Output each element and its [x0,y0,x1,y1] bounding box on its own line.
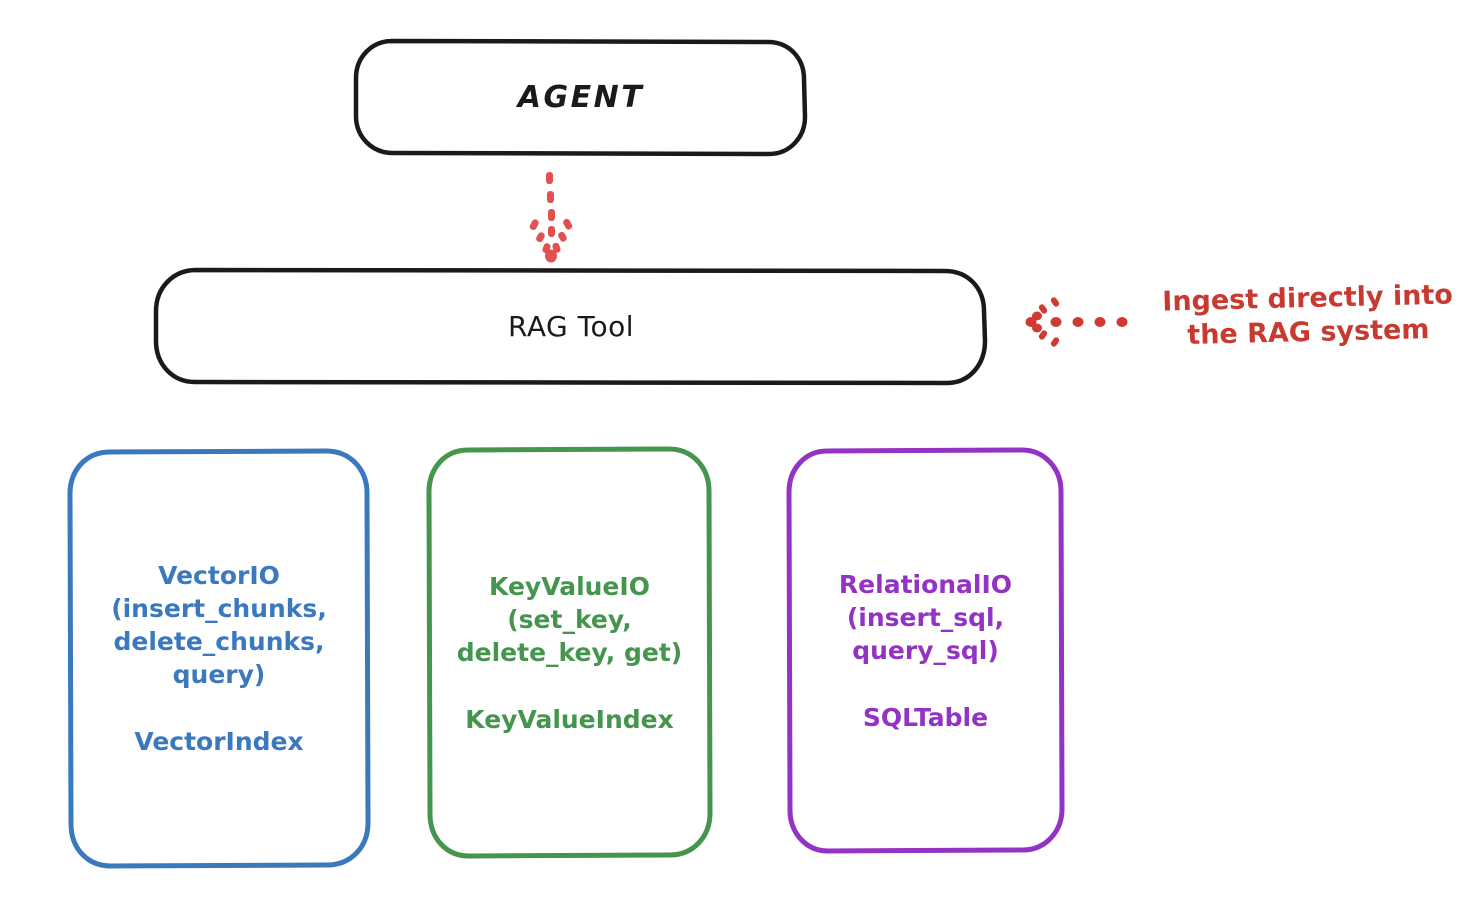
vector-io-box-outline[interactable] [67,448,371,869]
ingest-connector-arrow [1025,297,1128,347]
agent-to-rag-connector-arrow [529,172,573,263]
relational-io-box-outline[interactable] [786,447,1065,854]
rag-tool-box-outline[interactable] [153,267,988,386]
agent-box-outline[interactable] [353,38,808,157]
key-value-io-box-outline[interactable] [426,446,713,859]
